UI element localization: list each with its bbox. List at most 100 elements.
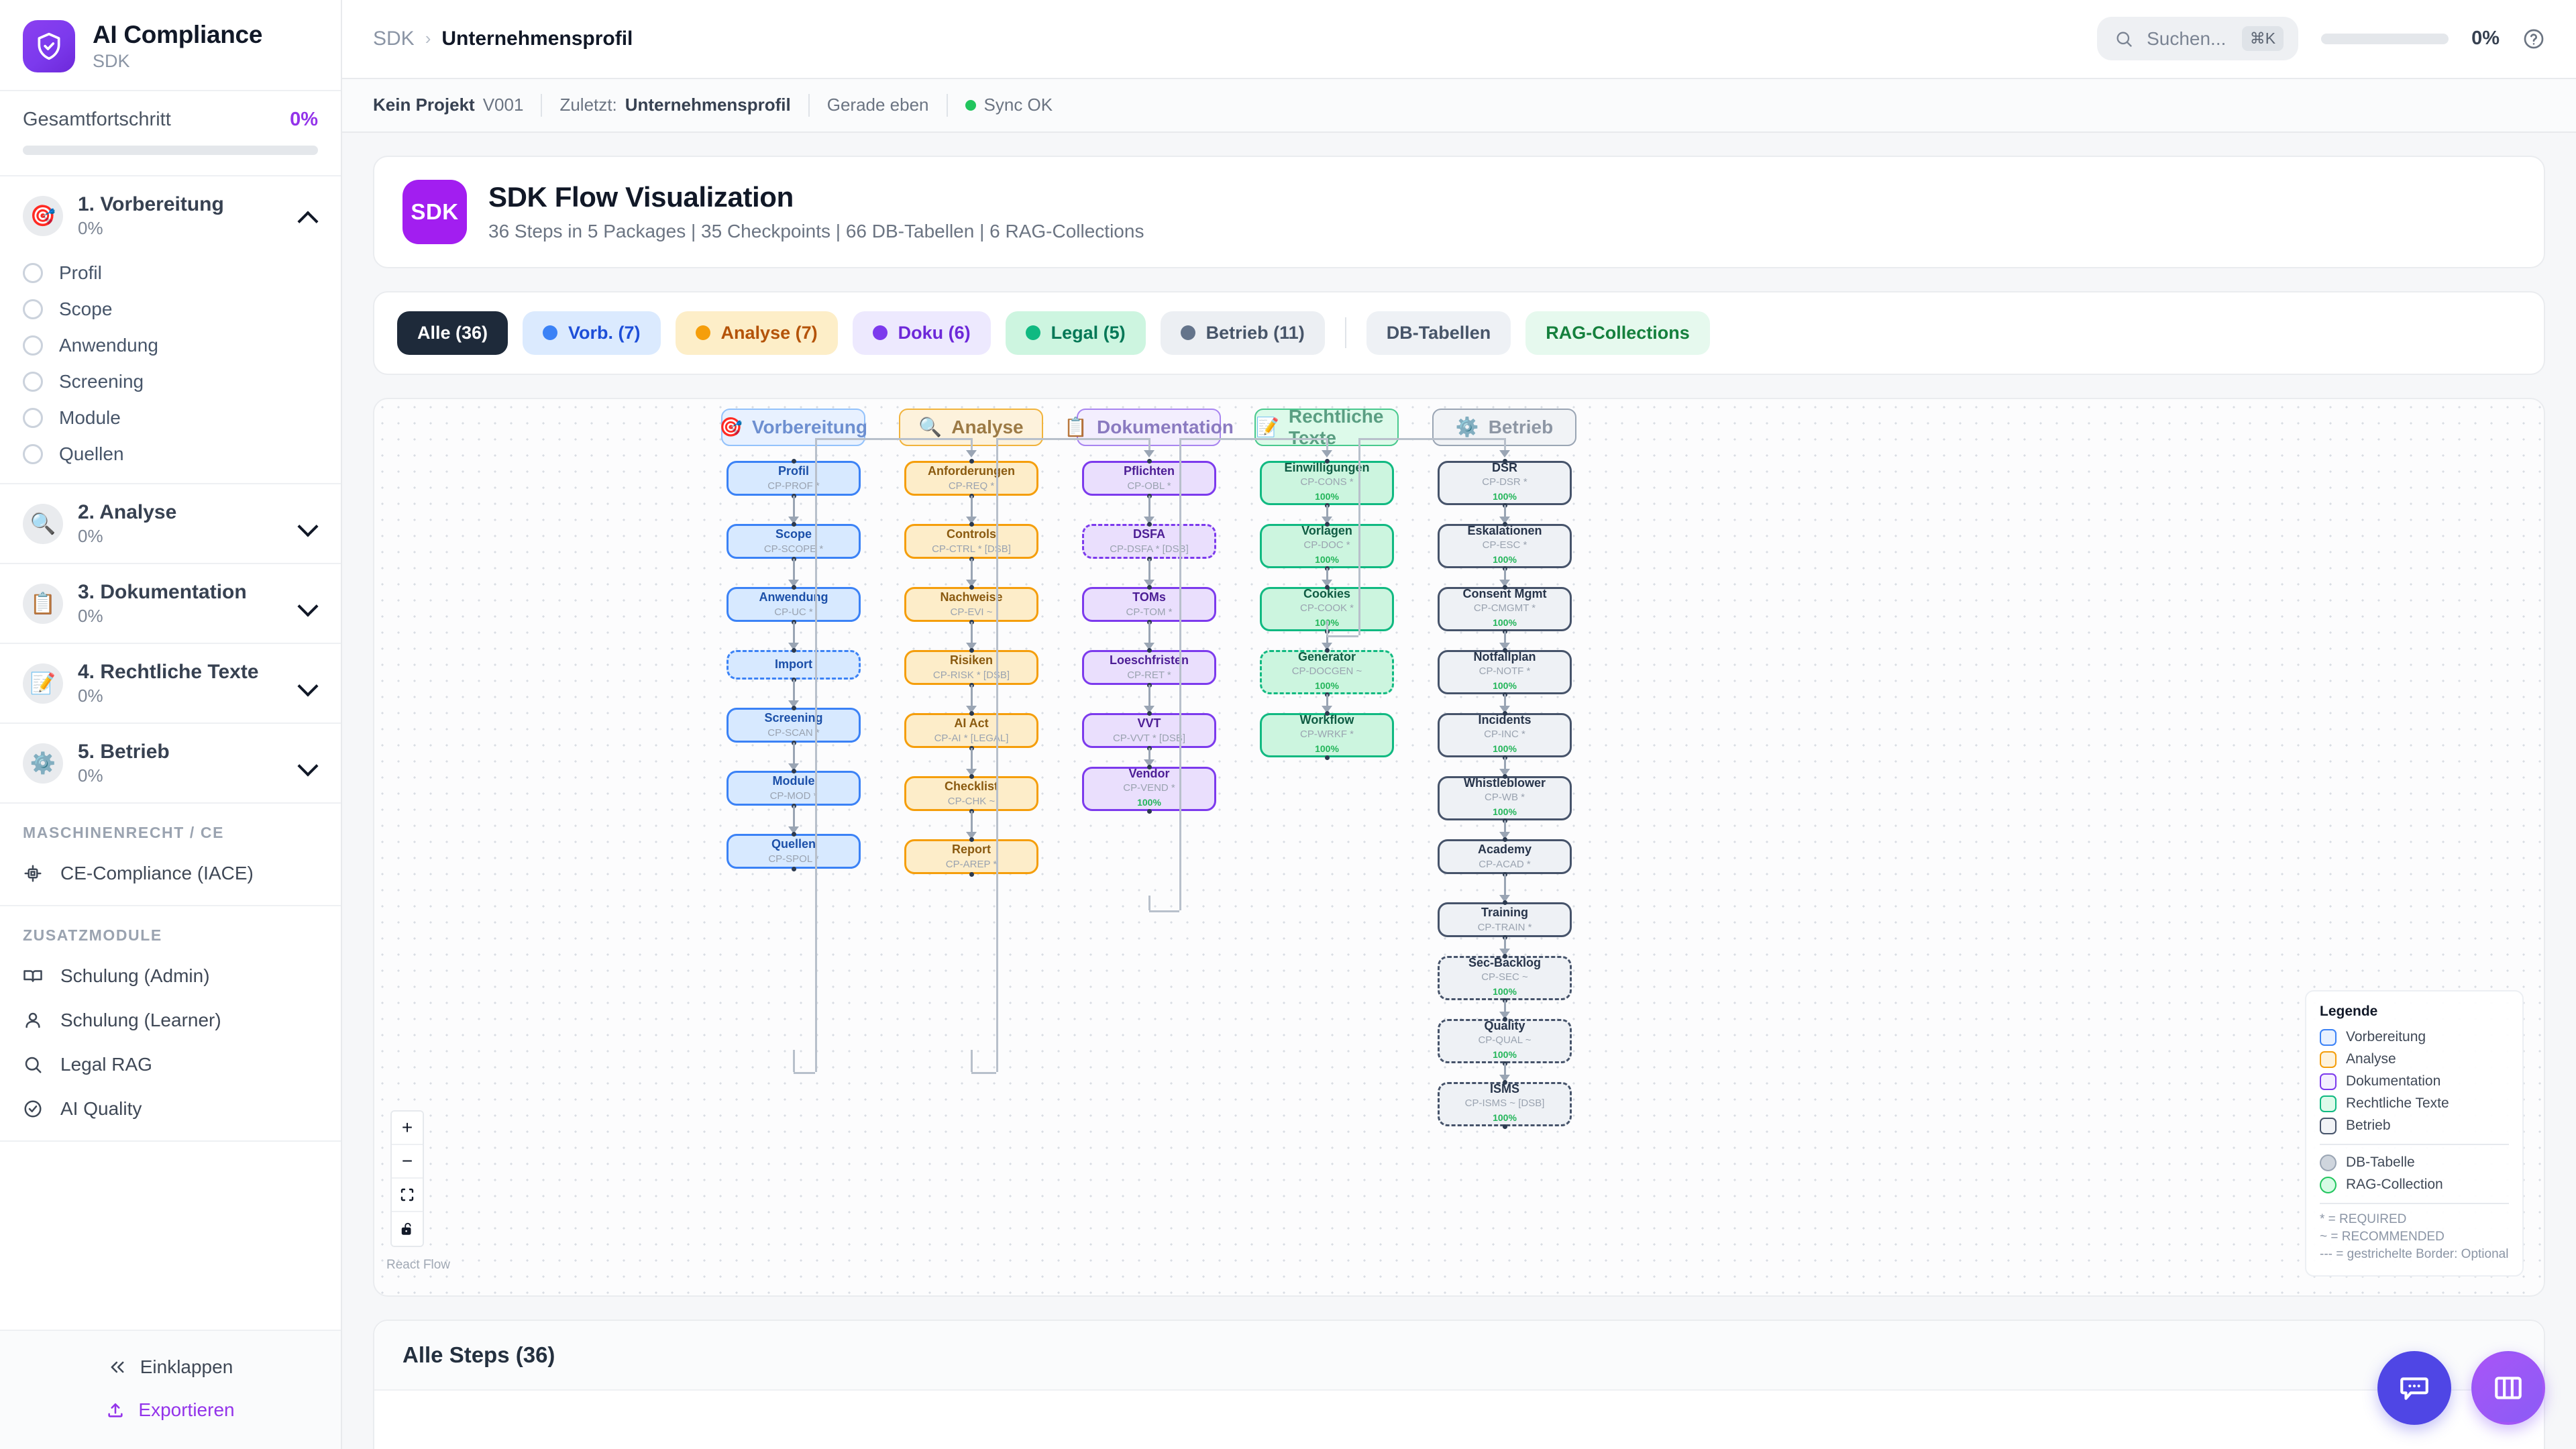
unlock-icon[interactable] [392, 1212, 423, 1246]
flow-edge-arrow [1499, 642, 1510, 650]
filter-chip-label: Alle (36) [417, 322, 488, 343]
sidebar-item-legal-rag[interactable]: Legal RAG [0, 1042, 341, 1087]
filter-chip-doku-6[interactable]: Doku (6) [852, 311, 991, 355]
filter-chip-analyse-7[interactable]: Analyse (7) [675, 311, 838, 355]
node-code: CP-SEC ~ [1481, 971, 1528, 983]
flow-edge [970, 747, 973, 770]
node-title: Whistleblower [1463, 775, 1546, 790]
node-title: Controls [947, 527, 996, 541]
sidebar-step-scope[interactable]: Scope [0, 291, 341, 327]
legend-note: --- = gestrichelte Border: Optional [2320, 1246, 2509, 1261]
sidebar-step-anwendung[interactable]: Anwendung [0, 327, 341, 364]
filter-chip-db-tabellen[interactable]: DB-Tabellen [1366, 311, 1511, 355]
sidebar-item-schulung-learner[interactable]: Schulung (Learner) [0, 998, 341, 1042]
chevron-down-icon[interactable] [298, 598, 318, 610]
chevron-down-icon[interactable] [298, 757, 318, 769]
zoom-out-icon[interactable]: − [392, 1144, 423, 1179]
filter-chip-vorb-7[interactable]: Vorb. (7) [523, 311, 661, 355]
chat-bubble-icon[interactable] [2377, 1351, 2451, 1425]
flow-edge-route [815, 437, 971, 440]
sidebar-step-quellen[interactable]: Quellen [0, 436, 341, 472]
question-circle-icon[interactable] [2522, 28, 2545, 50]
sidebar-item-ce-compliance[interactable]: CE-Compliance (IACE) [0, 851, 341, 896]
node-port [1503, 1016, 1507, 1022]
breadcrumb-root[interactable]: SDK [373, 27, 415, 50]
column-emoji-icon: 🔍 [918, 417, 943, 438]
brand-block[interactable]: AI Compliance SDK [0, 0, 341, 91]
sidebar-item-ai-quality[interactable]: AI Quality [0, 1087, 341, 1131]
fit-view-icon[interactable] [392, 1178, 423, 1212]
filter-chip-rag-collections[interactable]: RAG-Collections [1525, 311, 1710, 355]
chevron-down-icon[interactable] [298, 678, 318, 690]
flow-edge-arrow [1499, 894, 1510, 902]
sidebar-step-screening[interactable]: Screening [0, 364, 341, 400]
flow-edge-arrow [1322, 449, 1332, 458]
flow-canvas[interactable]: 🎯Vorbereitung🔍Analyse📋Dokumentation📝Rech… [373, 397, 2545, 1297]
legend-swatch-icon [2320, 1051, 2337, 1068]
page-subtitle: 36 Steps in 5 Packages | 35 Checkpoints … [488, 221, 1144, 242]
node-title: Checklist [944, 780, 999, 794]
search-input[interactable]: Suchen... ⌘K [2097, 17, 2299, 61]
node-code: CP-SPOL * [768, 853, 819, 865]
node-code: CP-INC * [1484, 729, 1525, 741]
sidebar-step-profil[interactable]: Profil [0, 255, 341, 291]
zoom-in-icon[interactable]: + [392, 1111, 423, 1145]
flow-edge [792, 621, 795, 644]
filter-dot-icon [1025, 325, 1040, 341]
sidebar-item-schulung-admin[interactable]: Schulung (Admin) [0, 954, 341, 998]
node-percent: 100% [1493, 806, 1517, 818]
filter-chip-betrieb-11[interactable]: Betrieb (11) [1160, 311, 1325, 355]
flow-edge-arrow [788, 826, 799, 834]
collapse-sidebar-button[interactable]: Einklappen [0, 1346, 341, 1389]
sidebar-step-module[interactable]: Module [0, 400, 341, 436]
export-button[interactable]: Exportieren [0, 1389, 341, 1432]
chevron-down-icon[interactable] [298, 518, 318, 530]
flow-node-import[interactable]: Import [727, 649, 861, 680]
columns-panel-icon[interactable] [2471, 1351, 2545, 1425]
flow-edge-arrow [1499, 1074, 1510, 1082]
chevron-up-icon[interactable] [298, 210, 318, 222]
filter-chip-legal-5[interactable]: Legal (5) [1005, 311, 1146, 355]
flow-edge-route [792, 1049, 795, 1072]
filter-chip-alle-36[interactable]: Alle (36) [397, 311, 508, 355]
